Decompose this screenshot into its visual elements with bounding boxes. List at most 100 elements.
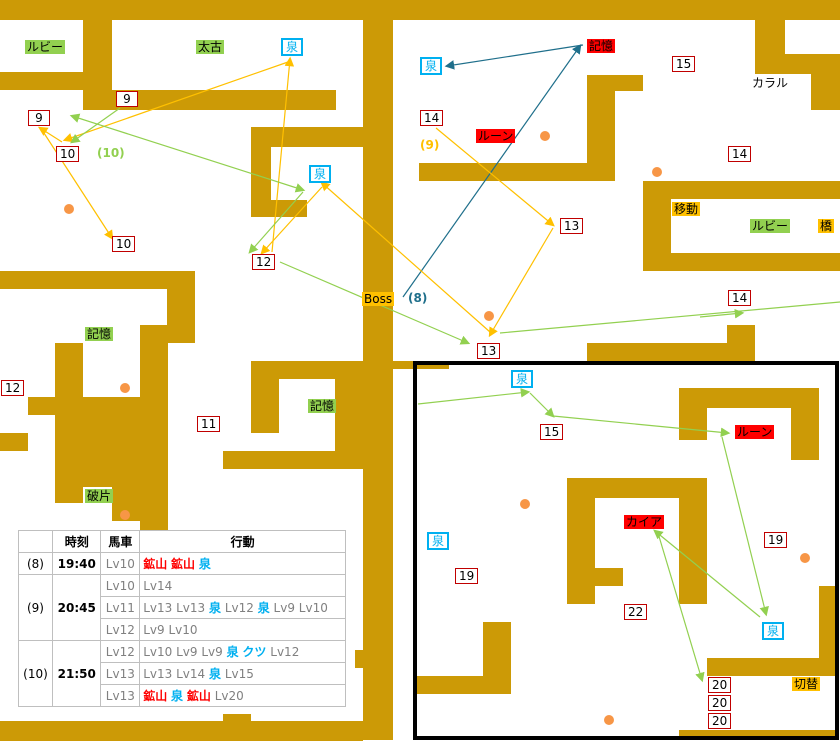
row-actions: 鉱山 鉱山 泉 [139,552,346,575]
map-label[interactable]: 移動 [672,202,701,216]
row-actions: Lv10 Lv9 Lv9 泉 クツ Lv12 [139,640,346,663]
map-label[interactable]: カイア [624,515,665,529]
col-time: 時刻 [51,530,102,553]
level-marker[interactable]: 14 [420,110,444,126]
map-label[interactable]: ルーン [476,129,516,143]
action-item: 泉 [198,557,211,571]
action-item: Lv9 [143,622,165,637]
level-marker[interactable]: 12 [252,254,276,270]
action-item: クツ [242,645,267,659]
col-group [18,530,53,553]
action-item: Lv10 [143,645,173,659]
map-label[interactable]: カラル [752,76,789,90]
action-item: Lv14 [143,578,173,593]
row-group: (9) [18,574,53,641]
col-carriage: 馬車 [100,530,141,553]
map-label[interactable]: 泉 [427,532,450,550]
level-marker[interactable]: 10 [56,146,80,162]
col-actions: 行動 [139,530,346,553]
level-marker[interactable]: 10 [112,236,136,252]
map-label[interactable]: ルーン [735,425,775,439]
inset-frame [413,361,839,740]
row-actions: Lv9 Lv10 [139,618,346,641]
route-group-label: (10) [97,146,125,160]
route-lines [37,44,840,683]
action-item: 泉 [208,601,221,615]
map-label[interactable]: 橋 [818,219,835,233]
action-item: Lv9 [273,601,295,615]
action-item: Lv20 [214,689,244,703]
schedule-header-row: 時刻 馬車 行動 [18,530,346,553]
row-carriage: Lv10 [100,574,141,597]
action-item: Lv10 [298,601,328,615]
action-item: Lv14 [176,667,206,681]
row-time: 19:40 [51,552,102,575]
map-label[interactable]: 太古 [196,40,225,54]
level-marker[interactable]: 11 [197,416,221,432]
row-time: 21:50 [51,640,102,707]
action-item: Lv13 [143,667,173,681]
action-item: 鉱山 [171,557,196,571]
action-item: Lv13 [176,601,206,615]
action-item: 泉 [208,667,221,681]
map-label[interactable]: 破片 [85,489,114,503]
action-item: 鉱山 [143,689,168,703]
route-group-label: (9) [420,138,440,152]
action-item: Lv12 [270,645,300,659]
level-marker[interactable]: 20 [708,695,732,711]
map-label[interactable]: 切替 [792,677,821,691]
row-actions: Lv13 Lv13 泉 Lv12 泉 Lv9 Lv10 [139,596,346,619]
level-marker[interactable]: 20 [708,677,732,693]
row-carriage: Lv12 [100,640,141,663]
level-marker[interactable]: 9 [116,91,138,107]
row-carriage: Lv10 [100,552,141,575]
map-label[interactable]: 記憶 [587,39,616,53]
action-item: Lv10 [168,622,198,637]
map-label[interactable]: ルビー [750,219,791,233]
level-marker[interactable]: 13 [560,218,584,234]
row-carriage: Lv13 [100,684,141,707]
action-item: 鉱山 [186,689,211,703]
level-marker[interactable]: 14 [728,146,752,162]
action-item: Lv9 [176,645,198,659]
map-label[interactable]: 泉 [420,57,443,75]
map-label[interactable]: 泉 [309,165,332,183]
level-marker[interactable]: 15 [672,56,696,72]
level-marker[interactable]: 19 [455,568,479,584]
map-label[interactable]: 泉 [762,622,785,640]
row-carriage: Lv12 [100,618,141,641]
action-item: Lv15 [224,667,254,681]
map-label[interactable]: 泉 [281,38,304,56]
row-time: 20:45 [51,574,102,641]
level-marker[interactable]: 15 [540,424,564,440]
action-item: Lv13 [143,601,173,615]
route-group-label: (8) [408,291,428,305]
map-label[interactable]: 記憶 [85,327,114,341]
level-marker[interactable]: 19 [764,532,788,548]
level-marker[interactable]: 14 [728,290,752,306]
level-marker[interactable]: 13 [477,343,501,359]
map-label[interactable]: 泉 [511,370,534,388]
row-actions: Lv13 Lv14 泉 Lv15 [139,662,346,685]
level-marker[interactable]: 12 [1,380,25,396]
level-marker[interactable]: 22 [624,604,648,620]
map-label[interactable]: Boss [362,292,395,306]
action-item: Lv9 [201,645,223,659]
map-label[interactable]: ルビー [25,40,66,54]
row-carriage: Lv11 [100,596,141,619]
row-actions: 鉱山 泉 鉱山 Lv20 [139,684,346,707]
level-marker[interactable]: 20 [708,713,732,729]
action-item: Lv12 [224,601,254,615]
level-marker[interactable]: 9 [28,110,50,126]
map-label[interactable]: 記憶 [308,399,337,413]
